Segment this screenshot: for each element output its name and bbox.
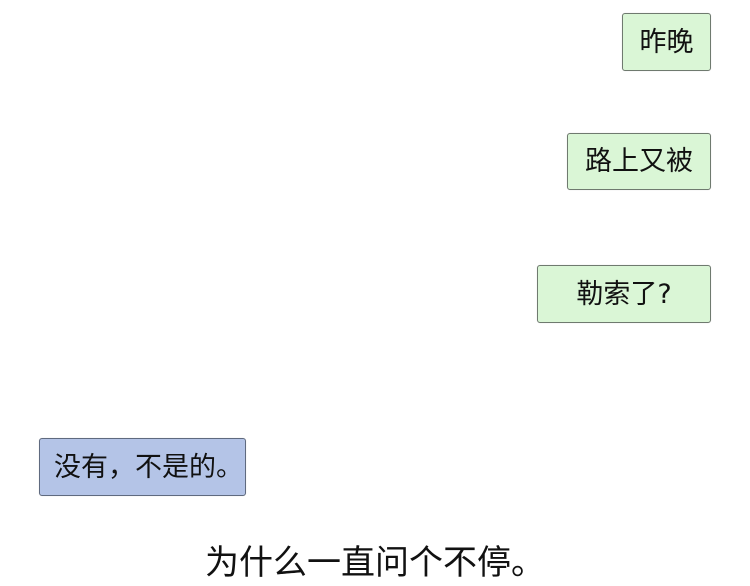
- message-bubble-left-1: 没有，不是的。: [39, 438, 246, 496]
- message-text: 昨晚: [639, 26, 694, 58]
- message-text: 勒索了?: [576, 278, 672, 310]
- message-bubble-right-1: 昨晚: [622, 13, 711, 71]
- message-bubble-right-2: 路上又被: [567, 133, 711, 190]
- caption-text: 为什么一直问个不停。: [205, 543, 545, 583]
- message-bubble-right-3: 勒索了?: [537, 265, 711, 323]
- message-text: 路上又被: [585, 146, 693, 177]
- message-text: 没有，不是的。: [54, 451, 243, 483]
